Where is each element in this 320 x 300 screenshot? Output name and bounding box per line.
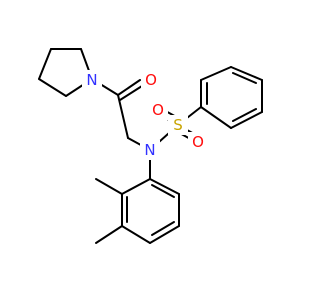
- atom-label-sulfur: S: [168, 115, 188, 135]
- dimethylphenyl-group: [95, 149, 180, 244]
- sulfur-label: S: [173, 116, 183, 134]
- sulfonamide-nitrogen-label: N: [144, 141, 155, 159]
- phenyl-ring: [200, 66, 263, 129]
- atom-label-sulfonyl-o-left: O: [148, 100, 168, 120]
- atom-label-carbonyl-o: O: [141, 70, 161, 90]
- atom-label-pyrrolidine-n: N: [82, 70, 102, 90]
- carbonyl-oxygen-label: O: [145, 71, 157, 89]
- molecule-structure: N O N S O O: [38, 48, 263, 244]
- atom-label-sulfonamide-n: N: [140, 140, 160, 160]
- sulfonyl-oxygen-right-label: O: [192, 133, 204, 151]
- pyrrolidine-nitrogen-label: N: [86, 71, 97, 89]
- sulfonyl-oxygen-left-label: O: [152, 101, 164, 119]
- atom-label-sulfonyl-o-right: O: [188, 132, 208, 152]
